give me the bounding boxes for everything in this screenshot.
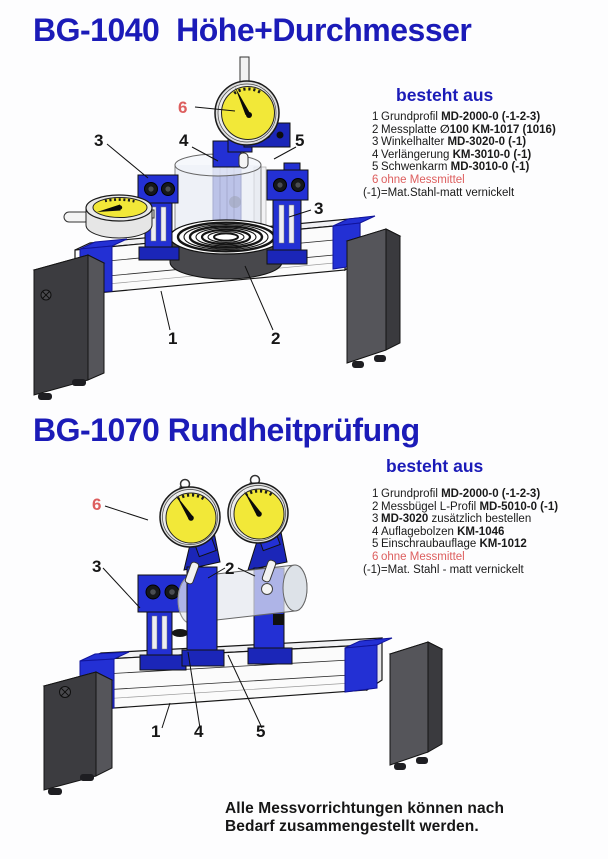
side-dial-gauge — [63, 194, 155, 239]
angle-holder-left — [137, 174, 180, 261]
angle-holder-right — [266, 162, 309, 265]
callout-6: 6 — [92, 495, 102, 514]
callout-3: 3 — [92, 557, 102, 576]
leader-lines — [106, 106, 312, 331]
stand-foot-left — [42, 671, 114, 795]
callout-2: 2 — [225, 559, 235, 578]
material-note: (-1)=Mat.Stahl-matt vernickelt — [363, 186, 515, 199]
rail-clamp-right — [344, 637, 393, 693]
angle-holder-left — [137, 574, 188, 671]
section2-title: BG-1070 Rundheitprüfung — [33, 412, 420, 448]
footer-line1: Alle Messvorrichtungen können nach — [225, 800, 505, 817]
callout-1: 1 — [168, 329, 178, 348]
section1-list-heading: besteht aus — [396, 85, 494, 105]
dial-gauge-top — [214, 56, 280, 146]
gauge-spindles — [184, 559, 277, 585]
material-note: (-1)=Mat. Stahl - matt vernickelt — [363, 563, 524, 576]
stand-foot-right — [345, 228, 402, 368]
stand-foot-right — [388, 641, 444, 770]
section1-title: BG-1040 Höhe+Durchmesser — [33, 12, 472, 48]
rail-profile — [85, 637, 383, 711]
callout-1: 1 — [151, 722, 161, 741]
section2-list-heading: besteht aus — [386, 456, 484, 476]
footer-note: Alle Messvorrichtungen können nach Bedar… — [225, 800, 504, 835]
leader-lines — [102, 505, 263, 729]
callout-2: 2 — [271, 329, 281, 348]
probe-tip — [238, 152, 249, 169]
stand-foot-left — [32, 254, 106, 400]
callout-6: 6 — [178, 98, 188, 117]
dial-gauge-left — [159, 478, 221, 558]
messplatte — [169, 219, 283, 280]
figure-bg1040 — [32, 56, 402, 400]
callout-3-left: 3 — [94, 131, 104, 150]
callout-5: 5 — [256, 722, 266, 741]
footer-line2: Bedarf zusammengestellt werden. — [225, 817, 479, 835]
callout-4: 4 — [194, 722, 204, 741]
callout-4: 4 — [179, 131, 189, 150]
figure-bg1070 — [42, 474, 444, 795]
callout-3-right: 3 — [314, 199, 324, 218]
callout-5: 5 — [295, 131, 305, 150]
dial-gauge-right — [227, 474, 289, 552]
